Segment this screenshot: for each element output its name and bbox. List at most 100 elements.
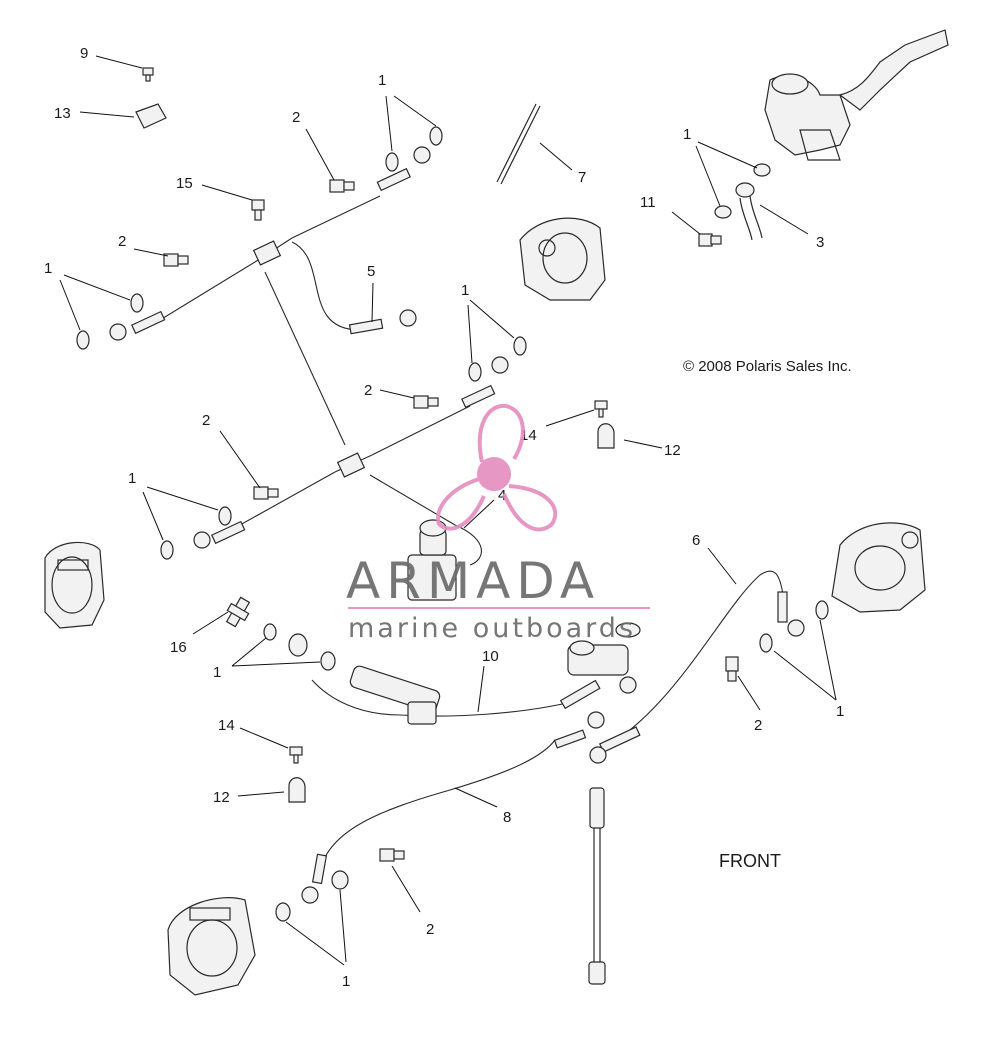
- callout-12: 12: [213, 789, 230, 806]
- callout-13: 13: [54, 105, 71, 122]
- upper-left-brake-line: [159, 261, 256, 321]
- callout-7: 7: [578, 169, 586, 186]
- lower-left-brake-line: [239, 471, 336, 526]
- washer: [513, 336, 527, 356]
- callout-2: 2: [202, 412, 210, 429]
- callout-1: 1: [342, 973, 350, 990]
- cable-tie-7: [496, 103, 537, 183]
- callout-3: 3: [816, 234, 824, 251]
- front-label: FRONT: [719, 851, 781, 871]
- callout-2: 2: [426, 921, 434, 938]
- washer: [218, 506, 232, 526]
- clip-13: [135, 103, 167, 129]
- washer: [288, 633, 308, 657]
- brake-line-8: [319, 739, 556, 871]
- callout-12: 12: [664, 442, 681, 459]
- banjo-fitting: [619, 676, 637, 694]
- crush-washers: [76, 126, 829, 922]
- washer: [753, 163, 771, 177]
- callout-1: 1: [128, 470, 136, 487]
- callout-6: 6: [692, 532, 700, 549]
- callout-1: 1: [836, 703, 844, 720]
- fitting-tube: [311, 853, 328, 885]
- rear-master-cylinder: [349, 665, 441, 725]
- bolt-2: [329, 179, 355, 193]
- callout-9: 9: [80, 45, 88, 62]
- washer: [76, 330, 90, 350]
- copyright-text: © 2008 Polaris Sales Inc.: [683, 358, 852, 375]
- fitting-tube: [559, 679, 601, 710]
- fitting-tube: [777, 591, 788, 623]
- washer: [735, 182, 755, 198]
- watermark-subtitle: marine outboards: [348, 613, 636, 644]
- washer: [468, 362, 482, 382]
- brake-line-6: [589, 570, 784, 756]
- washer: [320, 651, 336, 671]
- callout-1: 1: [213, 664, 221, 681]
- washer: [714, 205, 732, 219]
- front-caliper-upper: [519, 217, 606, 301]
- callout-1: 1: [461, 282, 469, 299]
- callout-2: 2: [364, 382, 372, 399]
- callout-14: 14: [218, 717, 235, 734]
- propeller-logo: [436, 403, 558, 532]
- caliper-left: [44, 541, 105, 629]
- callout-labels: 9 13 15 2 1 2 1 7 1 11 3 5 1 2 14 12 2 1…: [44, 45, 844, 990]
- lower-right-brake-line: [371, 405, 471, 456]
- brake-lines: [109, 146, 805, 904]
- tee-fitting-lower: [336, 452, 366, 478]
- fitting-tube: [553, 729, 587, 749]
- washer: [263, 623, 277, 641]
- brake-line-10: [311, 679, 581, 717]
- bolt-2: [725, 656, 739, 682]
- bolt-2: [413, 395, 439, 409]
- callout-1: 1: [378, 72, 386, 89]
- clip-12: [597, 423, 615, 449]
- leader-lines: [59, 55, 837, 966]
- banjo-fitting: [413, 146, 431, 164]
- callout-15: 15: [176, 175, 193, 192]
- callout-5: 5: [367, 263, 375, 280]
- callout-1: 1: [683, 126, 691, 143]
- caliper-lower: [167, 897, 256, 996]
- bolt-2: [379, 848, 405, 862]
- callout-8: 8: [503, 809, 511, 826]
- callout-2: 2: [754, 717, 762, 734]
- clips: [135, 103, 763, 803]
- fitting-tube: [211, 520, 246, 545]
- banjo-fitting: [301, 886, 319, 904]
- caliper-right: [831, 522, 926, 613]
- bolt-2: [163, 253, 189, 267]
- proportion-line-5: [291, 241, 361, 331]
- fitting-tube: [348, 318, 384, 335]
- bolt-15: [251, 199, 265, 221]
- fitting-tube: [376, 167, 411, 192]
- washer: [130, 293, 144, 313]
- screw-9: [142, 67, 154, 82]
- callout-10: 10: [482, 648, 499, 665]
- callout-2: 2: [292, 109, 300, 126]
- banjo-fitting: [109, 323, 127, 341]
- clip-12: [288, 777, 306, 803]
- callout-4: 4: [498, 487, 506, 504]
- upper-center-down-line: [264, 271, 346, 446]
- banjo-bolts: [142, 67, 739, 862]
- washer: [385, 152, 399, 172]
- callout-16: 16: [170, 639, 187, 656]
- upper-right-brake-line: [291, 195, 381, 239]
- hose-3: [739, 195, 763, 241]
- screw-14: [594, 400, 608, 418]
- proportioning-valve: [407, 519, 457, 601]
- washer: [429, 126, 443, 146]
- fitting-16: [225, 596, 251, 628]
- banjo-fitting: [399, 309, 417, 327]
- bolt-2: [253, 486, 279, 500]
- fitting-tube: [131, 310, 166, 335]
- cable-tie-7: [500, 105, 541, 185]
- fitting-tube: [461, 384, 496, 409]
- washer: [759, 633, 773, 653]
- watermark-brand: ARMADA: [346, 552, 600, 610]
- bolt-11: [698, 233, 722, 247]
- master-cylinder-lever: [764, 29, 949, 161]
